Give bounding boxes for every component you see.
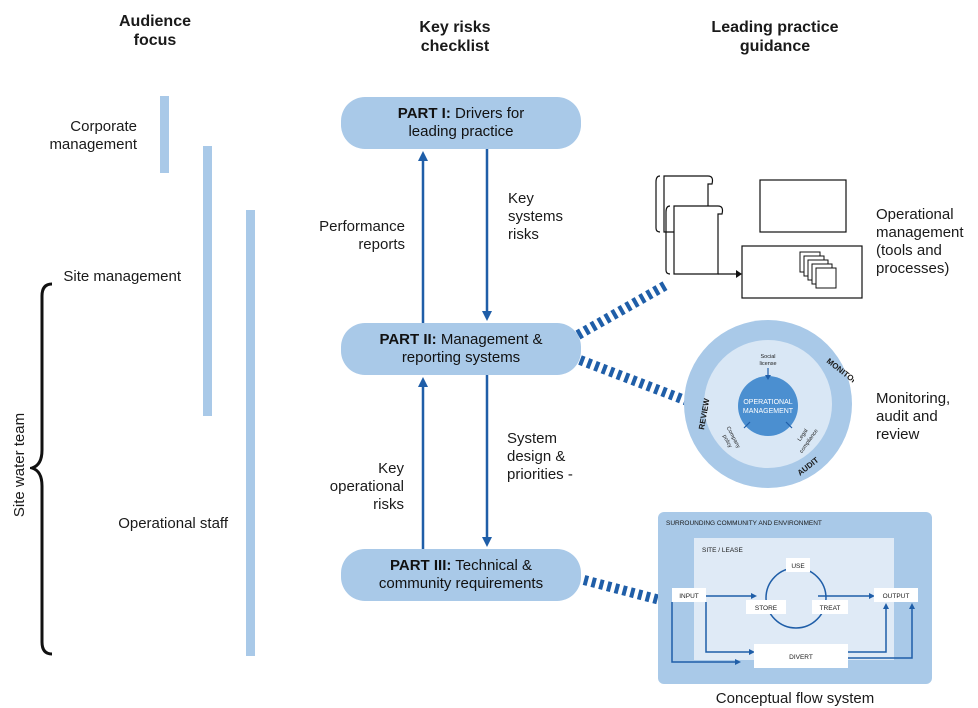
header-key-risks-checklist: Key risks checklist: [419, 19, 491, 55]
hatch-to-flow: [582, 575, 662, 605]
part-two-line-a: Management &: [440, 331, 543, 348]
hatch-to-operational: [575, 279, 671, 340]
part-one-bold: PART I:: [397, 105, 451, 122]
header-audience-focus: Audience focus: [118, 13, 191, 49]
audience-site-management: Site management: [63, 268, 181, 285]
label-performance-reports: Performance reports: [319, 218, 405, 253]
monitoring-circle: MONITOR REVIEW AUDIT OPERATIONAL MANAGEM…: [684, 320, 854, 488]
part-three-bold: PART III:: [389, 557, 452, 574]
circle-social-b: license: [759, 361, 776, 367]
part-one-line-a: Drivers for: [455, 105, 525, 122]
part-three-line-a: Technical &: [455, 557, 532, 574]
label-conceptual-flow-system: Conceptual flow system: [715, 690, 875, 707]
audience-bar-operational: [246, 210, 255, 656]
part-two-line-b: reporting systems: [401, 349, 521, 366]
site-team-bracket: [30, 282, 53, 656]
header-leading-practice-guidance: Leading practice guidance: [711, 19, 839, 55]
flow-divert-label: DIVERT: [789, 654, 813, 661]
part-three-line-b: community requirements: [378, 575, 544, 592]
circle-social-a: Social: [761, 354, 776, 360]
part-three-box: PART III: Technical & community requirem…: [341, 549, 581, 601]
documents-graphic: [655, 175, 863, 299]
part-one-box: PART I: Drivers for leading practice: [341, 97, 581, 149]
flow-surrounding-label: SURROUNDING COMMUNITY AND ENVIRONMENT: [666, 520, 822, 527]
part-two-box: PART II: Management & reporting systems: [341, 323, 581, 375]
part-two-bold: PART II:: [379, 331, 437, 348]
circle-center-b: MANAGEMENT: [743, 408, 794, 415]
label-key-operational-risks: Key operational risks: [329, 460, 404, 513]
flow-treat-label: TREAT: [820, 605, 841, 612]
flow-output-label: OUTPUT: [883, 593, 910, 600]
flow-use-label: USE: [791, 563, 805, 570]
conceptual-flow-diagram: SURROUNDING COMMUNITY AND ENVIRONMENT SI…: [658, 512, 932, 684]
audience-operational-staff: Operational staff: [118, 515, 228, 532]
label-operational-management: Operational management (tools and proces…: [876, 206, 964, 277]
circle-center-a: OPERATIONAL: [743, 399, 792, 406]
part-one-line-b: leading practice: [408, 123, 514, 140]
hatch-to-monitoring: [578, 355, 692, 407]
label-monitoring-audit-review: Monitoring, audit and review: [876, 390, 951, 443]
audience-corporate-management: Corporate management: [49, 118, 137, 153]
flow-site-lease-label: SITE / LEASE: [702, 547, 743, 554]
flow-store-label: STORE: [755, 605, 778, 612]
audience-bar-site: [203, 146, 212, 416]
label-system-design-priorities: System design & priorities -: [507, 430, 573, 483]
label-key-systems-risks: Key systems risks: [508, 190, 564, 243]
flow-input-label: INPUT: [679, 593, 699, 600]
audience-bar-corporate: [160, 96, 169, 173]
